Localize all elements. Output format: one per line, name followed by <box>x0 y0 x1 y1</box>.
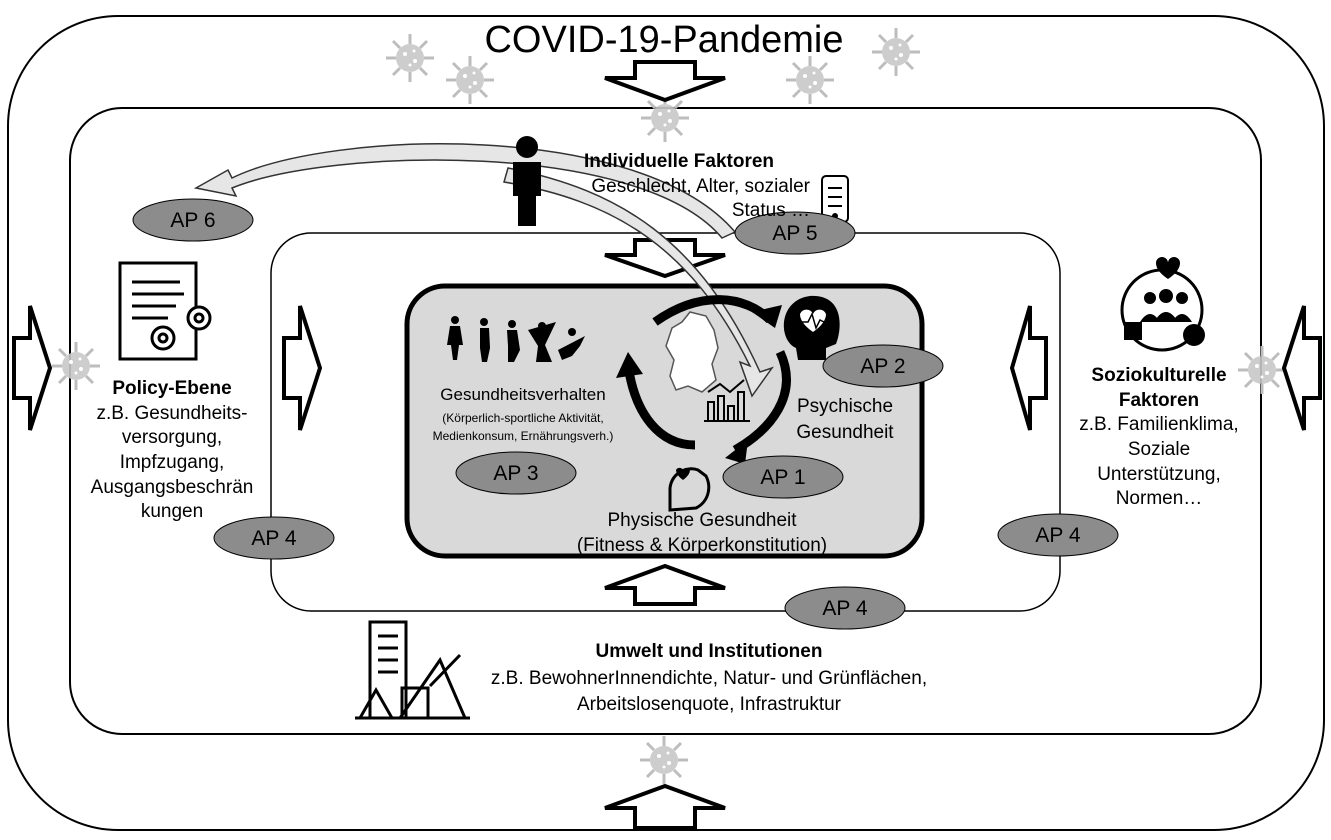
badge-ap4-bottom: AP 4 <box>784 586 906 630</box>
physical-health-line2: (Fitness & Körperkonstitution) <box>577 535 827 556</box>
mental-health-line2: Gesundheit <box>796 422 894 443</box>
badge-ap1: AP 1 <box>722 455 844 499</box>
arrow-down-individual <box>604 238 726 279</box>
badge-ap4-right-label: AP 4 <box>1035 524 1080 547</box>
badge-ap4-left: AP 4 <box>213 516 335 560</box>
mental-health-line1: Psychische <box>797 396 893 417</box>
policy-level-body: z.B. Gesundheits-versorgung, Impfzugang,… <box>90 402 254 523</box>
city-building-icon <box>355 620 470 720</box>
arrow-left-inner-right <box>1009 305 1048 431</box>
page-title: COVID-19-Pandemie <box>484 19 843 61</box>
sociocultural-body: z.B. Familienklima, Soziale Unterstützun… <box>1079 414 1239 510</box>
arrow-right-outer-left <box>12 305 53 431</box>
arrow-left-outer-right <box>1281 305 1322 431</box>
policy-level-label: Policy-Ebene z.B. Gesundheits-versorgung… <box>76 377 268 525</box>
badge-ap4-bottom-label: AP 4 <box>822 597 867 620</box>
badge-ap4-right: AP 4 <box>997 513 1119 557</box>
badge-ap6-label: AP 6 <box>170 209 215 232</box>
curved-arrow-to-core <box>503 167 774 398</box>
badge-ap4-left-label: AP 4 <box>251 527 296 550</box>
person-icon <box>513 136 541 226</box>
sociocultural-heading: Soziokulturelle Faktoren <box>1091 365 1227 411</box>
badge-ap3-label: AP 3 <box>493 462 538 485</box>
badge-ap1-label: AP 1 <box>760 466 805 489</box>
policy-level-heading: Policy-Ebene <box>112 378 232 399</box>
badge-ap2: AP 2 <box>822 344 944 388</box>
bar-chart-icon <box>704 379 750 422</box>
community-icon <box>1120 257 1205 352</box>
flexed-arm-icon <box>668 467 711 512</box>
arrow-down-top <box>604 60 726 103</box>
individual-factors-label: Individuelle Faktoren Geschlecht, Alter,… <box>548 150 810 224</box>
head-heart-icon <box>783 295 840 360</box>
badge-ap5-label: AP 5 <box>772 222 817 245</box>
behavior-detail-line1: (Körperlich-sportliche Aktivität, <box>442 411 603 425</box>
arrow-right-inner-left <box>282 305 323 431</box>
environment-body-line1: z.B. BewohnerInnendichte, Natur- und Grü… <box>491 668 927 689</box>
physical-health-line1: Physische Gesundheit <box>607 510 797 531</box>
environment-heading: Umwelt und Institutionen <box>596 641 823 662</box>
individual-factors-body: Geschlecht, Alter, sozialer Status … <box>591 175 810 222</box>
germany-map-icon <box>665 311 719 393</box>
cycle-arrowheads <box>616 305 782 464</box>
curved-arrow-to-ap6 <box>193 143 737 239</box>
behavior-detail-line2: Medienkonsum, Ernährungsverh.) <box>433 429 614 443</box>
arrow-up-bottom <box>604 783 726 830</box>
behavior-heading: Gesundheitsverhalten <box>440 385 605 404</box>
badge-ap2-label: AP 2 <box>860 355 905 378</box>
badge-ap5: AP 5 <box>734 211 856 255</box>
environment-body-line2: Arbeitslosenquote, Infrastruktur <box>577 694 842 715</box>
sociocultural-label: Soziokulturelle Faktoren z.B. Familienkl… <box>1064 364 1254 512</box>
activity-figures-icon <box>447 316 585 362</box>
badge-ap6: AP 6 <box>132 198 254 242</box>
individual-factors-heading: Individuelle Faktoren <box>583 151 775 172</box>
arrow-up-environment <box>604 563 726 606</box>
policy-document-icon <box>118 261 212 361</box>
badge-ap3: AP 3 <box>455 451 577 495</box>
